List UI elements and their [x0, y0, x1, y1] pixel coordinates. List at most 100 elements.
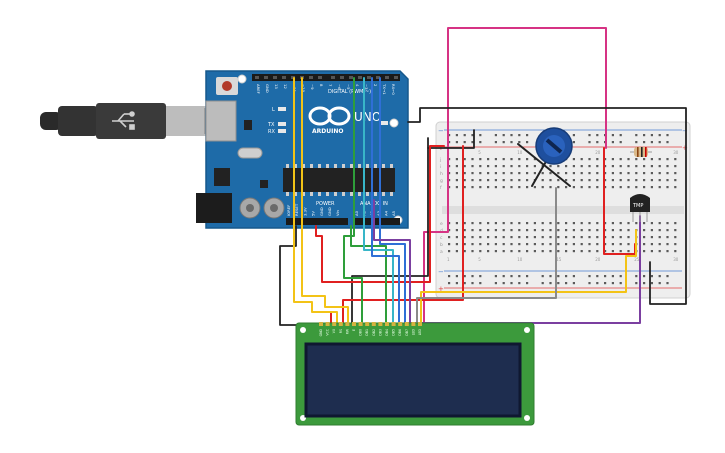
breadboard-hole[interactable]	[471, 243, 474, 246]
lcd-pin[interactable]	[338, 322, 343, 326]
rail-hole[interactable]	[455, 134, 458, 137]
lcd-pin[interactable]	[325, 322, 330, 326]
breadboard-hole[interactable]	[494, 172, 497, 175]
breadboard-hole[interactable]	[502, 172, 505, 175]
breadboard-hole[interactable]	[635, 172, 638, 175]
breadboard-hole[interactable]	[526, 179, 529, 182]
breadboard-hole[interactable]	[674, 186, 677, 189]
breadboard-hole[interactable]	[643, 250, 646, 253]
rail-hole[interactable]	[611, 275, 614, 278]
lcd-pin[interactable]	[418, 322, 422, 326]
breadboard-hole[interactable]	[596, 186, 599, 189]
lcd-pin[interactable]	[411, 322, 416, 326]
breadboard-hole[interactable]	[479, 236, 482, 239]
breadboard-hole[interactable]	[541, 250, 544, 253]
breadboard-hole[interactable]	[557, 229, 560, 232]
breadboard-hole[interactable]	[565, 172, 568, 175]
breadboard-hole[interactable]	[502, 222, 505, 225]
rail-hole[interactable]	[635, 141, 638, 144]
rail-hole[interactable]	[455, 141, 458, 144]
rail-hole[interactable]	[448, 275, 451, 278]
breadboard-hole[interactable]	[627, 222, 630, 225]
breadboard-hole[interactable]	[479, 229, 482, 232]
lcd-pins[interactable]	[319, 322, 422, 326]
breadboard-hole[interactable]	[658, 179, 661, 182]
breadboard-hole[interactable]	[580, 236, 583, 239]
breadboard-hole[interactable]	[463, 158, 466, 161]
breadboard-hole[interactable]	[619, 179, 622, 182]
rail-hole[interactable]	[666, 282, 669, 285]
breadboard-hole[interactable]	[448, 229, 451, 232]
rail-hole[interactable]	[494, 275, 497, 278]
breadboard-hole[interactable]	[572, 179, 575, 182]
breadboard-hole[interactable]	[674, 250, 677, 253]
breadboard-hole[interactable]	[471, 172, 474, 175]
rail-hole[interactable]	[596, 275, 599, 278]
breadboard-hole[interactable]	[448, 222, 451, 225]
breadboard-hole[interactable]	[510, 158, 513, 161]
breadboard-hole[interactable]	[518, 236, 521, 239]
breadboard-hole[interactable]	[619, 186, 622, 189]
breadboard-hole[interactable]	[650, 222, 653, 225]
breadboard-hole[interactable]	[526, 165, 529, 168]
breadboard-hole[interactable]	[479, 243, 482, 246]
breadboard-hole[interactable]	[502, 250, 505, 253]
breadboard-hole[interactable]	[674, 172, 677, 175]
breadboard-hole[interactable]	[463, 243, 466, 246]
breadboard-hole[interactable]	[494, 222, 497, 225]
wire-blue-1[interactable]	[371, 77, 400, 324]
breadboard-hole[interactable]	[549, 186, 552, 189]
breadboard-hole[interactable]	[658, 172, 661, 175]
breadboard-hole[interactable]	[471, 165, 474, 168]
breadboard-hole[interactable]	[487, 158, 490, 161]
breadboard-hole[interactable]	[463, 172, 466, 175]
wire-black-right[interactable]	[407, 107, 687, 305]
breadboard-hole[interactable]	[658, 158, 661, 161]
breadboard-hole[interactable]	[518, 250, 521, 253]
breadboard-hole[interactable]	[588, 172, 591, 175]
breadboard-hole[interactable]	[650, 229, 653, 232]
breadboard-hole[interactable]	[643, 172, 646, 175]
breadboard-hole[interactable]	[526, 222, 529, 225]
breadboard-hole[interactable]	[510, 186, 513, 189]
breadboard-hole[interactable]	[643, 158, 646, 161]
breadboard-hole[interactable]	[565, 243, 568, 246]
breadboard-hole[interactable]	[588, 186, 591, 189]
breadboard-hole[interactable]	[533, 243, 536, 246]
breadboard-hole[interactable]	[510, 250, 513, 253]
breadboard-hole[interactable]	[526, 250, 529, 253]
breadboard-hole[interactable]	[643, 186, 646, 189]
breadboard-hole[interactable]	[502, 165, 505, 168]
breadboard-hole[interactable]	[502, 229, 505, 232]
rail-hole[interactable]	[502, 134, 505, 137]
rail-hole[interactable]	[494, 282, 497, 285]
breadboard-hole[interactable]	[666, 243, 669, 246]
breadboard-hole[interactable]	[650, 186, 653, 189]
rail-hole[interactable]	[557, 275, 560, 278]
rail-hole[interactable]	[448, 141, 451, 144]
rail-hole[interactable]	[518, 282, 521, 285]
breadboard-hole[interactable]	[494, 179, 497, 182]
wire-black-bb[interactable]	[427, 129, 475, 149]
breadboard-hole[interactable]	[596, 158, 599, 161]
breadboard-hole[interactable]	[674, 165, 677, 168]
breadboard-hole[interactable]	[580, 250, 583, 253]
breadboard-hole[interactable]	[588, 250, 591, 253]
rail-hole[interactable]	[588, 134, 591, 137]
breadboard-hole[interactable]	[494, 250, 497, 253]
breadboard-hole[interactable]	[604, 250, 607, 253]
breadboard-hole[interactable]	[674, 179, 677, 182]
breadboard-hole[interactable]	[463, 250, 466, 253]
breadboard-hole[interactable]	[572, 186, 575, 189]
rail-hole[interactable]	[518, 141, 521, 144]
lcd-pin[interactable]	[332, 322, 337, 326]
breadboard-hole[interactable]	[572, 236, 575, 239]
rail-hole[interactable]	[572, 141, 575, 144]
breadboard-hole[interactable]	[580, 179, 583, 182]
usb-cable[interactable]	[40, 103, 216, 139]
breadboard-hole[interactable]	[643, 222, 646, 225]
rail-hole[interactable]	[526, 275, 529, 278]
wire-red-lcd[interactable]	[321, 311, 332, 324]
breadboard-hole[interactable]	[541, 222, 544, 225]
breadboard-hole[interactable]	[619, 158, 622, 161]
